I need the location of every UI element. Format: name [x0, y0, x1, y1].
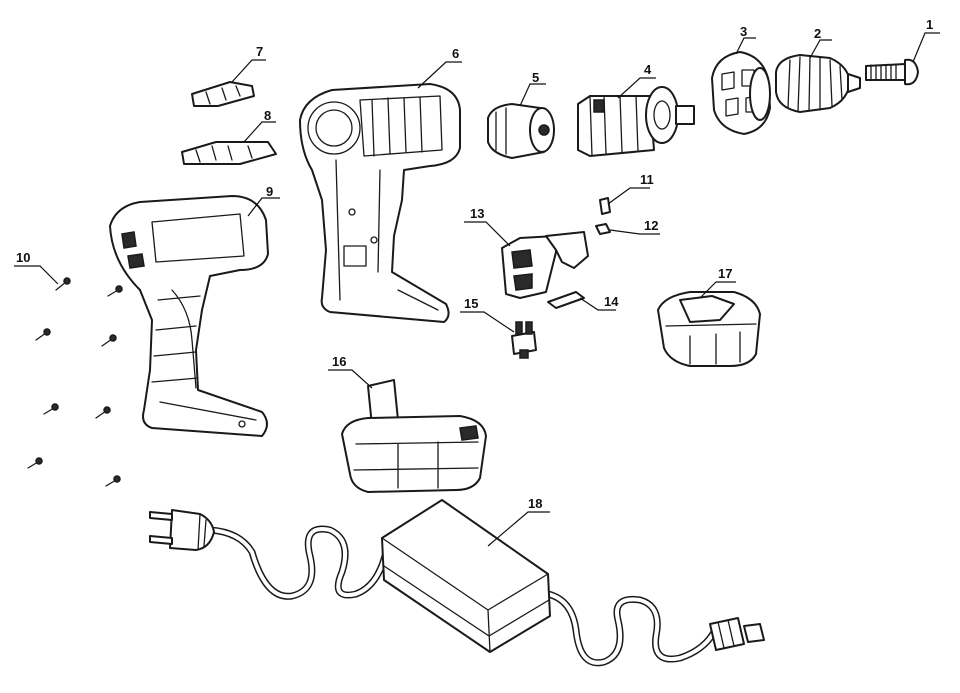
part-14-direction-lever	[547, 291, 585, 309]
callout-6: 6	[417, 46, 462, 89]
part-2-chuck	[775, 54, 861, 113]
svg-text:1: 1	[926, 17, 933, 32]
callout-4: 4	[617, 62, 656, 99]
callout-9: 9	[247, 184, 280, 217]
callout-10: 10	[14, 250, 59, 285]
svg-text:15: 15	[464, 296, 478, 311]
part-9-housing-left	[109, 195, 269, 437]
part-18-charger	[149, 499, 765, 667]
svg-text:10: 10	[16, 250, 30, 265]
svg-text:9: 9	[266, 184, 273, 199]
callout-18: 18	[487, 496, 550, 547]
callout-1: 1	[912, 17, 940, 63]
part-10-screws	[27, 277, 123, 487]
part-15-terminal-block	[511, 321, 537, 359]
svg-text:8: 8	[264, 108, 271, 123]
svg-text:2: 2	[814, 26, 821, 41]
part-4-gearbox	[577, 86, 695, 157]
callout-8: 8	[243, 108, 276, 143]
callout-3: 3	[735, 24, 756, 55]
svg-text:6: 6	[452, 46, 459, 61]
part-1-screw	[865, 58, 919, 86]
svg-text:4: 4	[644, 62, 652, 77]
svg-text:12: 12	[644, 218, 658, 233]
callout-14: 14	[579, 294, 619, 311]
part-16-battery-pack	[341, 379, 487, 493]
callout-16: 16	[328, 354, 373, 389]
callout-5: 5	[519, 70, 546, 107]
svg-text:3: 3	[740, 24, 747, 39]
part-7-switch-cover	[191, 81, 255, 107]
svg-text:16: 16	[332, 354, 346, 369]
svg-text:17: 17	[718, 266, 732, 281]
callout-17: 17	[699, 266, 736, 299]
svg-text:7: 7	[256, 44, 263, 59]
part-8-rocker	[181, 141, 277, 165]
part-17-battery-pack-small	[657, 291, 761, 367]
svg-text:18: 18	[528, 496, 542, 511]
callout-2: 2	[809, 26, 832, 59]
callout-15: 15	[460, 296, 515, 333]
callout-12: 12	[609, 218, 660, 235]
svg-text:11: 11	[640, 172, 654, 187]
part-5-motor	[487, 103, 555, 159]
part-13-trigger-switch	[501, 231, 589, 299]
callout-7: 7	[231, 44, 266, 83]
svg-text:14: 14	[604, 294, 619, 309]
part-12-pin	[595, 223, 611, 235]
callout-11: 11	[607, 172, 654, 205]
part-6-housing-right	[299, 83, 461, 323]
callout-13: 13	[464, 206, 511, 247]
part-3-clutch-collar	[711, 51, 771, 135]
part-11-brush-tab	[599, 197, 611, 215]
svg-text:13: 13	[470, 206, 484, 221]
svg-text:5: 5	[532, 70, 539, 85]
